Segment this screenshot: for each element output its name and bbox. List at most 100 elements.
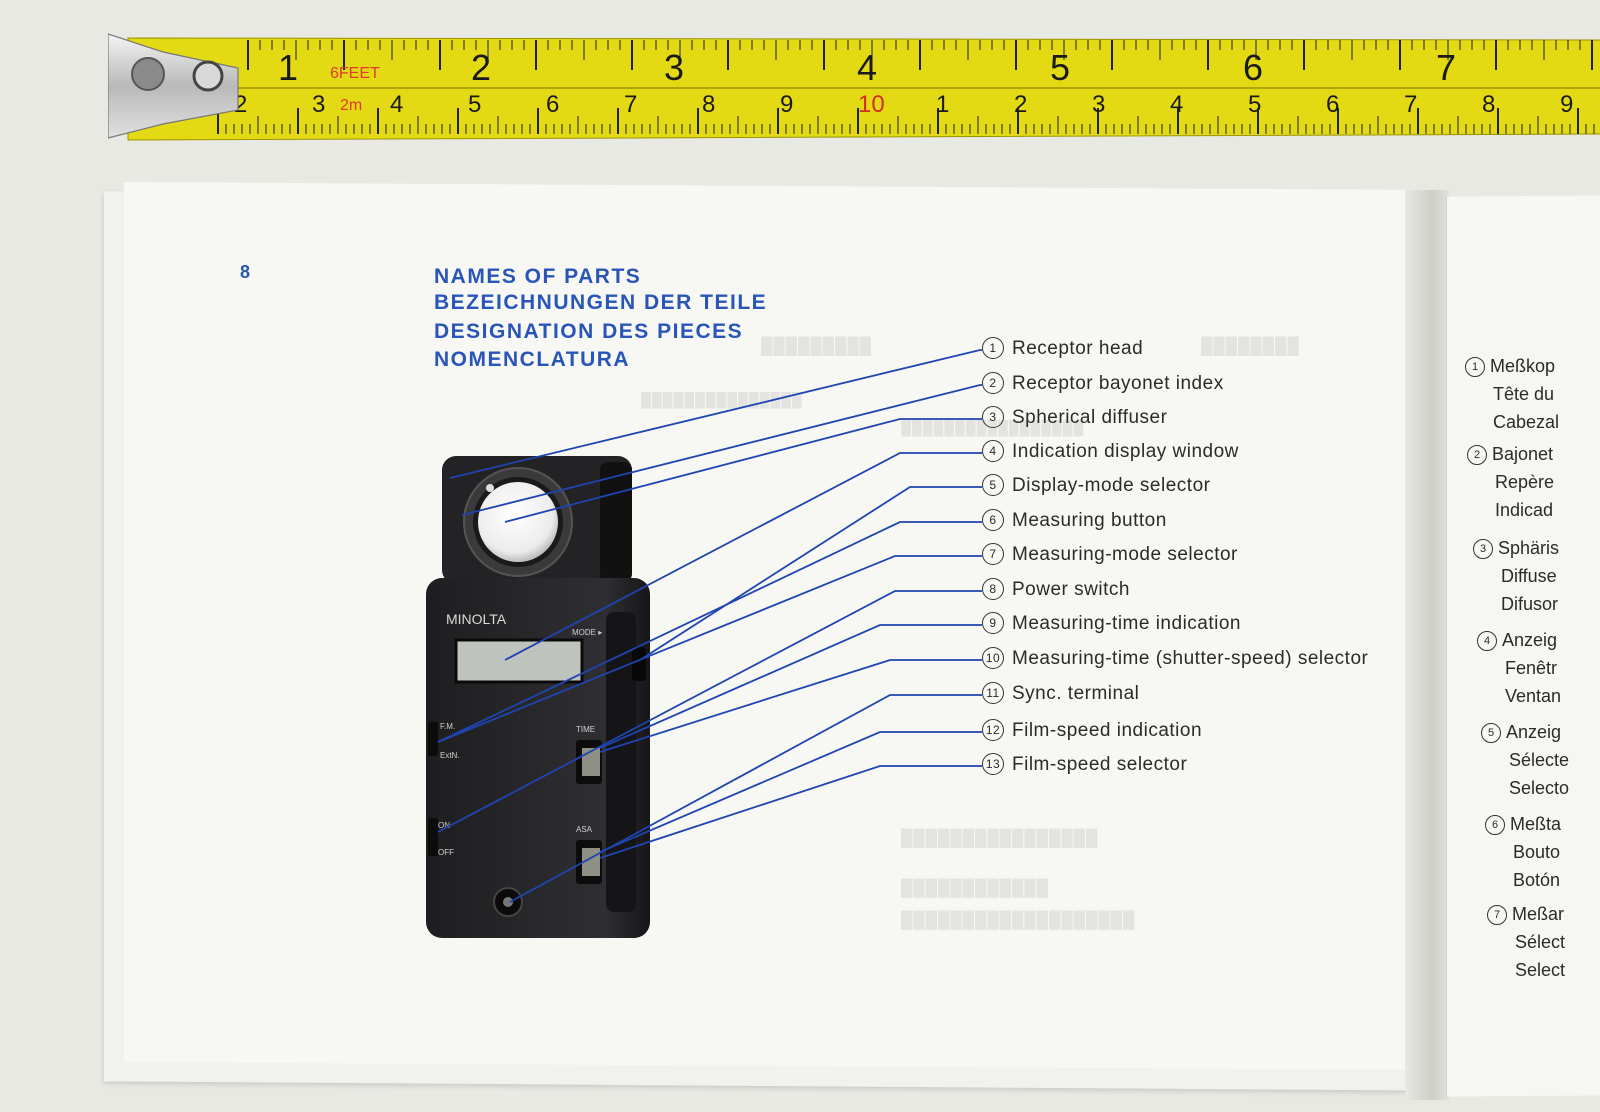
leader-line — [461, 384, 982, 516]
part-label: Measuring button — [1012, 510, 1167, 531]
right-page-line: Bouto — [1513, 842, 1560, 863]
tape-upper-number: 7 — [1436, 47, 1456, 88]
tape-upper-number: 2 — [471, 47, 491, 88]
extn-label: ExtN. — [440, 751, 460, 760]
asa-label: ASA — [576, 825, 593, 834]
leader-line — [599, 624, 982, 749]
right-page-text: Difusor — [1501, 594, 1559, 614]
right-page-text: Anzeig — [1506, 722, 1562, 742]
leader-line — [504, 418, 982, 523]
tape-lower-number: 4 — [390, 91, 403, 118]
meter-brand-label: MINOLTA — [446, 611, 507, 627]
part-number-badge: 8 — [982, 578, 1004, 600]
tape-lower-number: 9 — [1560, 91, 1573, 118]
right-page-text: Meßar — [1512, 904, 1565, 924]
right-page-text: Meßta — [1510, 814, 1562, 834]
tape-lower-number: 4 — [1170, 91, 1183, 118]
part-item: 1 Receptor head — [982, 337, 1143, 360]
tape-lower-number: 8 — [702, 91, 715, 118]
page-number: 8 — [240, 262, 251, 282]
part-number-badge: 2 — [982, 372, 1004, 394]
right-page-line: Sélect — [1515, 932, 1565, 953]
right-page-text: Bajonet — [1492, 444, 1554, 464]
on-label: ON — [438, 821, 450, 830]
tape-upper-number: 3 — [664, 47, 684, 88]
part-label: Film-speed selector — [1012, 754, 1188, 775]
right-page-text: Sphäris — [1498, 538, 1560, 558]
fm-label: F.M. — [440, 722, 455, 731]
part-label: Measuring-time (shutter-speed) selector — [1012, 648, 1369, 669]
right-page-text: Select — [1515, 960, 1566, 980]
part-label: Receptor bayonet index — [1012, 373, 1224, 394]
leader-line — [639, 486, 982, 661]
right-page-number-badge: 2 — [1467, 445, 1487, 465]
part-item: 7 Measuring-mode selector — [982, 543, 1238, 566]
leader-line — [437, 555, 982, 743]
right-page-line: Sélecte — [1509, 750, 1569, 771]
right-page-text: Selecto — [1509, 778, 1570, 798]
part-label: Measuring-mode selector — [1012, 544, 1238, 565]
right-page-line: Ventan — [1505, 686, 1561, 707]
part-number-badge: 1 — [982, 337, 1004, 359]
right-page-line: Difusor — [1501, 594, 1558, 615]
part-number-badge: 11 — [982, 682, 1004, 704]
title-french: DESIGNATION DES PIECES — [434, 320, 744, 343]
display-window — [454, 638, 584, 684]
off-label: OFF — [438, 848, 454, 857]
tape-feet-mark: 6FEET — [330, 65, 380, 82]
right-page-number-badge: 6 — [1485, 815, 1505, 835]
leader-line — [437, 590, 982, 833]
leader-line — [509, 694, 982, 903]
right-page-text: Bouto — [1513, 842, 1561, 862]
part-number-badge: 7 — [982, 543, 1004, 565]
power-switch — [428, 818, 438, 856]
title-english: NAMES OF PARTS — [434, 265, 642, 288]
leader-line — [599, 731, 982, 853]
right-page-text: Fenêtr — [1505, 658, 1558, 678]
tape-meter-mark: 2m — [340, 97, 362, 114]
tape-lower-number: 3 — [1092, 91, 1105, 118]
right-page-text: Diffuse — [1501, 566, 1557, 586]
part-number-badge: 5 — [982, 474, 1004, 496]
right-page-number-badge: 5 — [1481, 723, 1501, 743]
part-item: 6 Measuring button — [982, 509, 1167, 532]
part-number-badge: 6 — [982, 509, 1004, 531]
title-german: BEZEICHNUNGEN DER TEILE — [434, 291, 768, 314]
tape-lower-number: 5 — [1248, 91, 1261, 118]
right-page-text: Sélecte — [1509, 750, 1570, 770]
leader-line — [599, 659, 982, 753]
leader-line — [599, 765, 982, 859]
right-page-number-badge: 1 — [1465, 357, 1485, 377]
part-number-badge: 13 — [982, 753, 1004, 775]
right-page-number-badge: 3 — [1473, 539, 1493, 559]
tape-lower-number: 2 — [1014, 91, 1027, 118]
tape-lower-number: 1 — [936, 91, 949, 118]
tape-lower-number: 6 — [546, 91, 559, 118]
measuring-time-window — [582, 748, 600, 776]
part-item: 13 Film-speed selector — [982, 753, 1187, 776]
part-number-badge: 12 — [982, 719, 1004, 741]
tape-lower-number: 10 — [858, 91, 885, 118]
part-number-badge: 3 — [982, 406, 1004, 428]
leader-line — [504, 452, 982, 661]
right-page-line: Cabezal — [1493, 412, 1559, 433]
right-page-text: Cabezal — [1493, 412, 1560, 432]
right-page-text: Tête du — [1493, 384, 1555, 404]
right-page-number-badge: 7 — [1487, 905, 1507, 925]
part-label: Receptor head — [1012, 338, 1144, 359]
right-page-line: Selecto — [1509, 778, 1569, 799]
right-page-text: Meßkop — [1490, 356, 1556, 376]
right-page-line: Botón — [1513, 870, 1560, 891]
right-page-line: Fenêtr — [1505, 658, 1557, 679]
